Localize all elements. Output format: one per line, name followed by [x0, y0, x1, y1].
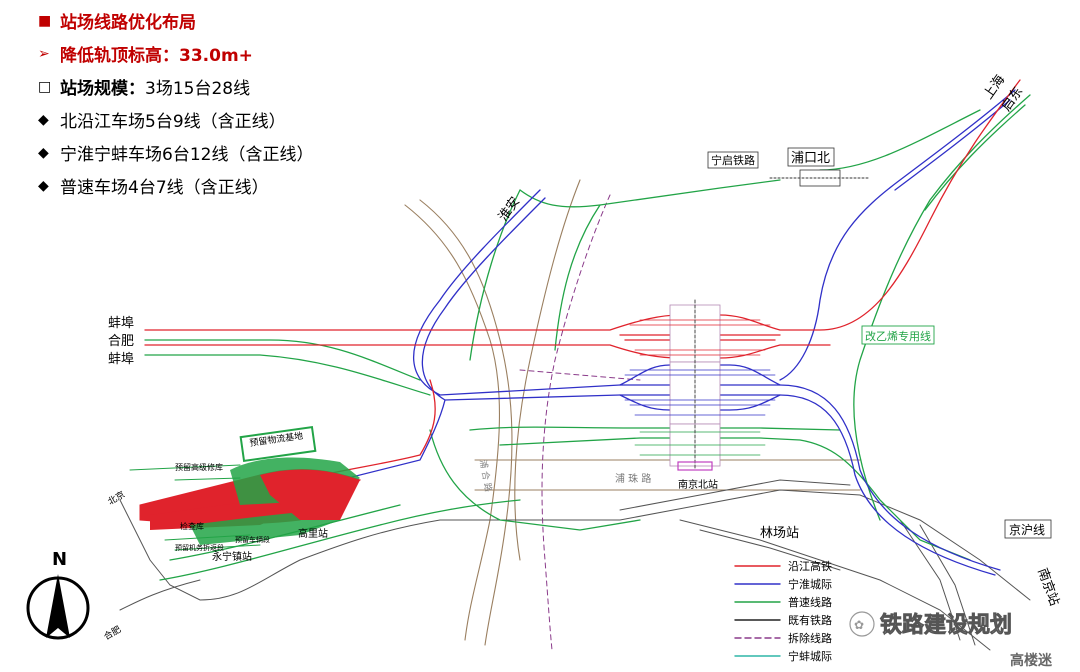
general-speed-lines: [144, 94, 1031, 581]
removed-lines: [519, 194, 641, 651]
label-bengbu-2: 蚌埠: [108, 352, 134, 367]
legend-label-4: 拆除线路: [788, 631, 832, 645]
label-huaian: 淮安: [496, 194, 523, 224]
wechat-icon: ✿: [854, 618, 864, 632]
legend-label-2: 普速线路: [788, 595, 832, 609]
legend-label-5: 宁蚌城际: [788, 649, 832, 663]
label-linchang: 林场站: [760, 526, 799, 541]
north-arrow-icon: N: [26, 549, 90, 640]
legend-label-1: 宁淮城际: [788, 577, 832, 591]
bullet-3: □站场规模：3场15台28线: [38, 78, 251, 100]
legend-label-0: 沿江高铁: [788, 559, 832, 573]
existing-brown-lines: [404, 179, 861, 646]
bullet-6: ◆普速车场4台7线（含正线）: [38, 177, 269, 199]
label-jinghu: 京沪线: [1009, 523, 1045, 537]
label-yongning: 永宁镇站: [212, 550, 252, 563]
svg-text:N: N: [52, 549, 67, 570]
station-yards: [129, 169, 871, 551]
legend-label-3: 既有铁路: [788, 613, 832, 627]
label-nanjing-north: 南京北站: [678, 478, 718, 491]
watermark-text: 铁路建设规划: [880, 612, 1012, 638]
label-jiancha: 检查库: [180, 521, 204, 531]
label-road-vertical: 浦 合 路: [477, 458, 495, 492]
label-gaiyixi: 改乙烯专用线: [865, 329, 931, 343]
label-puzhu-road: 浦 珠 路: [615, 472, 651, 485]
watermark-logo: 高楼迷: [1010, 652, 1053, 669]
label-gaoli: 高里站: [298, 527, 328, 540]
bullet-4: ◆北沿江车场5台9线（含正线）: [38, 111, 286, 133]
label-qidong: 启东: [999, 84, 1026, 114]
label-yuliu-jiche: 预留机务折返段: [175, 543, 224, 552]
existing-grey-lines: [119, 479, 1031, 651]
label-ningqi: 宁启铁路: [711, 153, 755, 167]
label-yuliu-cheliang: 预留车辆段: [235, 535, 270, 544]
label-hefei-2: 合肥: [102, 623, 124, 642]
label-bengbu-1: 蚌埠: [108, 316, 134, 331]
label-yuliu-gaoji: 预留高级修库: [175, 462, 223, 472]
bullet-1: ■站场线路优化布局: [38, 12, 196, 34]
label-pukou-north: 浦口北: [791, 151, 830, 166]
bullet-list: ■站场线路优化布局 ➢降低轨顶标高：33.0m+ □站场规模：3场15台28线 …: [38, 4, 313, 202]
high-speed-red-lines: [144, 79, 1021, 481]
label-hefei-1: 合肥: [108, 334, 134, 349]
bullet-2: ➢降低轨顶标高：33.0m+: [38, 45, 253, 67]
label-nanjing-station: 南京站: [1034, 566, 1062, 608]
watermark: ✿ 铁路建设规划 高楼迷: [849, 611, 1053, 669]
label-beijing: 北京: [106, 488, 128, 507]
map-labels: 蚌埠 合肥 蚌埠 淮安 宁启铁路 浦口北 上海 启东 改乙烯专用线 南京北站 浦…: [102, 72, 1063, 642]
bullet-5: ◆宁淮宁蚌车场6台12线（含正线）: [38, 144, 314, 166]
